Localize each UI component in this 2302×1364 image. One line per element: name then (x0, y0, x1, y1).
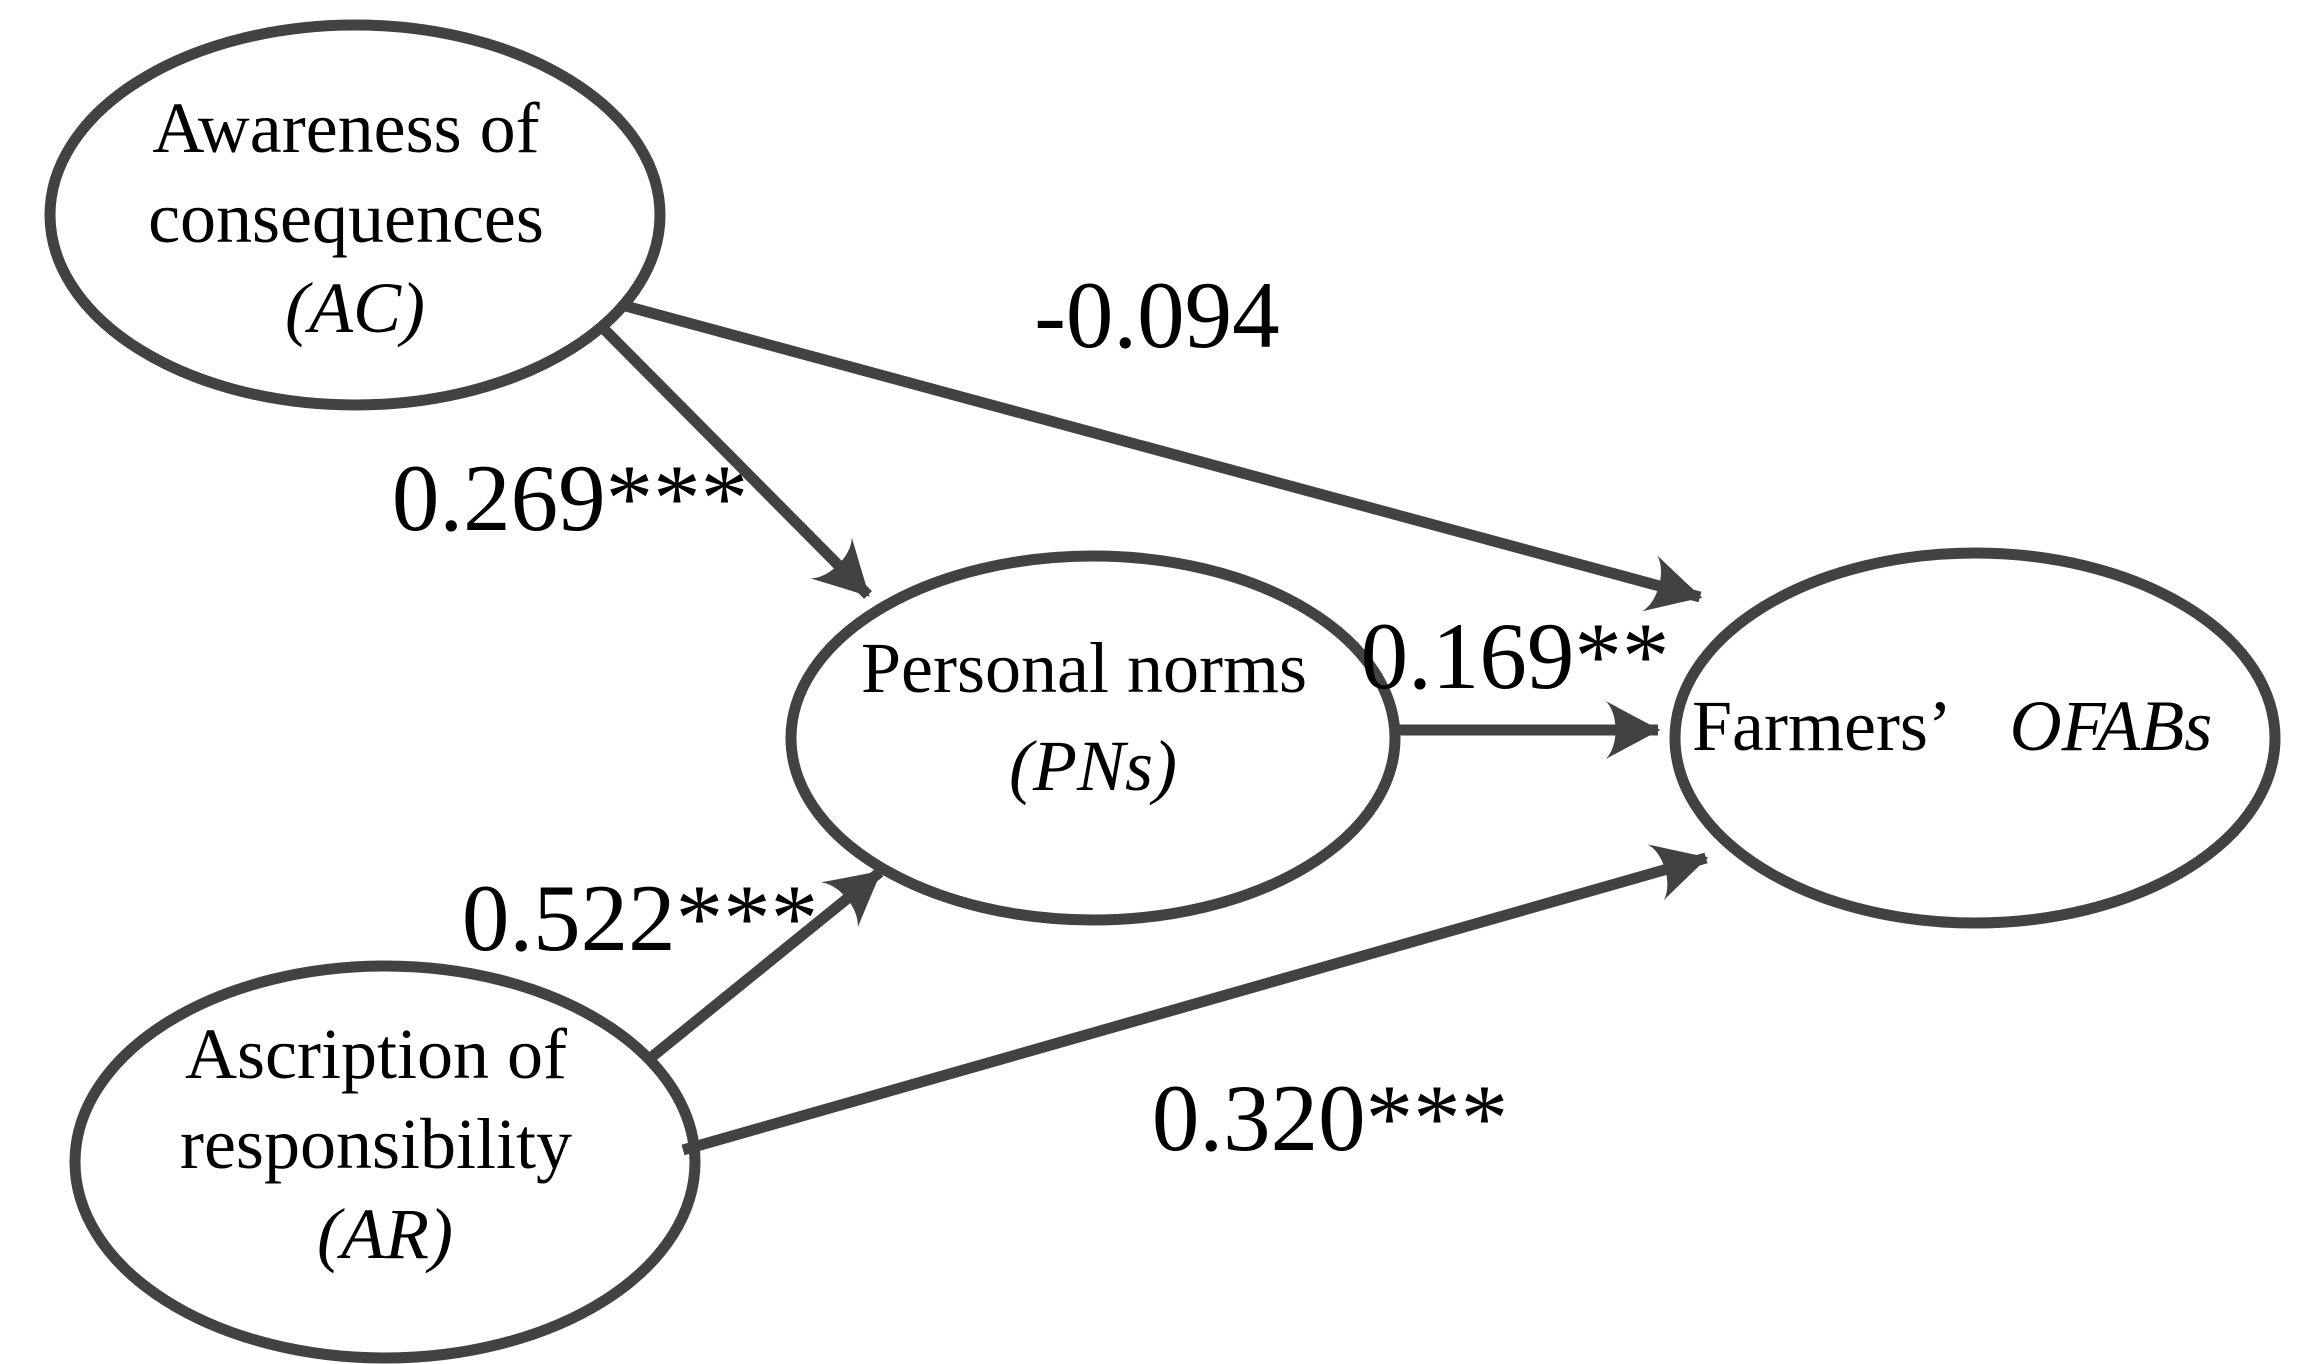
node-personal-norms-ellipse (785, 550, 1401, 926)
node-pns-abbr: (PNs) (1009, 726, 1177, 806)
path-ac-to-pns-arrow (596, 321, 872, 599)
path-ac-to-ofabs-coefficient: -0.094 (1034, 262, 1279, 368)
node-personal-norms-label: Personal norms (PNs) (861, 628, 1325, 806)
node-ac-line-2: consequences (148, 178, 544, 258)
node-awareness-of-consequences-label: Awareness of consequences (AC) (148, 88, 562, 348)
path-ac-to-ofabs-arrow (620, 299, 1703, 612)
node-ac-line-1: Awareness of (152, 88, 539, 168)
node-ascription-of-responsibility-ellipse (69, 960, 701, 1364)
path-ar-to-ofabs-coefficient: 0.320*** (1152, 1065, 1508, 1171)
node-awareness-of-consequences-ellipse (44, 19, 666, 411)
node-ofabs-line-1: Farmers’ (1692, 686, 1947, 766)
path-ac-to-pns-coefficient: 0.269*** (392, 445, 748, 551)
node-pns-line-1: Personal norms (861, 628, 1307, 708)
node-ascription-of-responsibility-label: Ascription of responsibility (AR) (180, 1014, 590, 1274)
node-farmers-ofabs-ellipse (1669, 547, 2281, 929)
path-ar-to-pns-arrow (644, 867, 884, 1065)
node-ar-line-2: responsibility (180, 1104, 572, 1184)
node-ar-abbr: (AR) (317, 1194, 453, 1274)
node-ofabs-abbr: OFABs (2010, 686, 2213, 766)
node-ac-abbr: (AC) (285, 268, 425, 348)
path-ar-to-ofabs-arrow (681, 844, 1709, 1156)
node-ar-line-1: Ascription of (185, 1014, 567, 1094)
node-farmers-ofabs-label: Farmers’ OFABs (1692, 686, 2212, 766)
path-ar-to-pns-coefficient: 0.522*** (462, 865, 818, 971)
path-pns-to-ofabs-coefficient: 0.169** (1361, 603, 1670, 709)
